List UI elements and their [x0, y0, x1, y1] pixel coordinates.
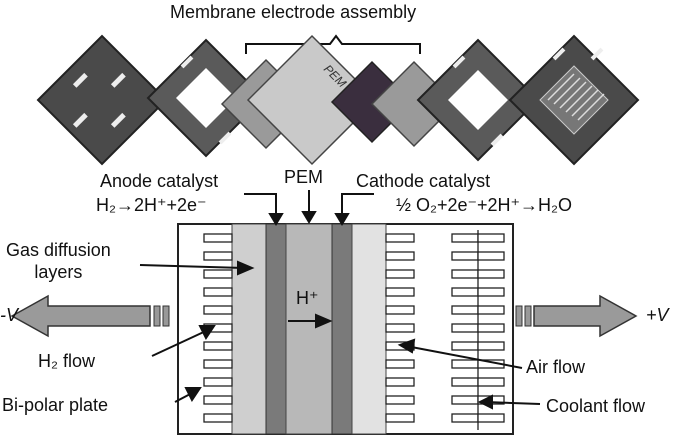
coolant-flow-pointer	[477, 394, 541, 410]
diagram-title: Membrane electrode assembly	[170, 2, 417, 22]
cathode-reaction: ½ O₂+2e⁻+2H⁺→H₂O	[396, 195, 573, 215]
h2-flow-label: H₂ flow	[38, 351, 95, 371]
coolant-channels	[451, 230, 505, 430]
gas-diffusion-line2: layers	[34, 261, 83, 282]
right-gasket	[416, 38, 540, 162]
gas-diffusion-line1: Gas diffusion	[6, 240, 111, 260]
gas-diffusion-pointer	[139, 260, 255, 276]
left-end-plate	[36, 34, 168, 166]
proton-label: H⁺	[296, 288, 319, 308]
right-gdl	[351, 223, 387, 435]
air-flow-label: Air flow	[526, 357, 586, 377]
pem-label: PEM	[284, 167, 324, 187]
proton-arrow	[288, 313, 333, 329]
cathode-catalyst-label: Cathode catalyst	[356, 171, 491, 191]
left-gasket	[146, 38, 266, 158]
mea-brace	[245, 34, 421, 54]
cathode-catalyst-pointer	[334, 193, 374, 226]
pos-terminal-label: +V	[646, 305, 669, 325]
anode-catalyst-pointer	[244, 193, 284, 226]
neg-terminal-label: -V	[0, 305, 18, 325]
pem-pointer	[301, 190, 317, 224]
bipolar-plate-label: Bi-polar plate	[2, 395, 109, 415]
bipolar-plate-pointer	[174, 387, 202, 403]
right-end-plate	[508, 34, 640, 166]
cathode-catalyst	[331, 223, 353, 435]
air-flow-pointer	[397, 338, 523, 369]
h2-flow-pointer	[151, 325, 216, 357]
gas-diffusion-label: Gas diffusion layers	[6, 240, 111, 283]
pos-terminal-arrow	[515, 294, 638, 338]
left-channels	[203, 233, 233, 423]
coolant-flow-label: Coolant flow	[546, 396, 646, 416]
anode-catalyst	[265, 223, 287, 435]
anode-catalyst-label: Anode catalyst	[100, 171, 219, 191]
neg-terminal-arrow	[10, 294, 170, 338]
left-gdl	[231, 223, 267, 435]
pem-membrane	[285, 223, 333, 435]
anode-reaction: H₂→2H⁺+2e⁻	[96, 195, 207, 215]
